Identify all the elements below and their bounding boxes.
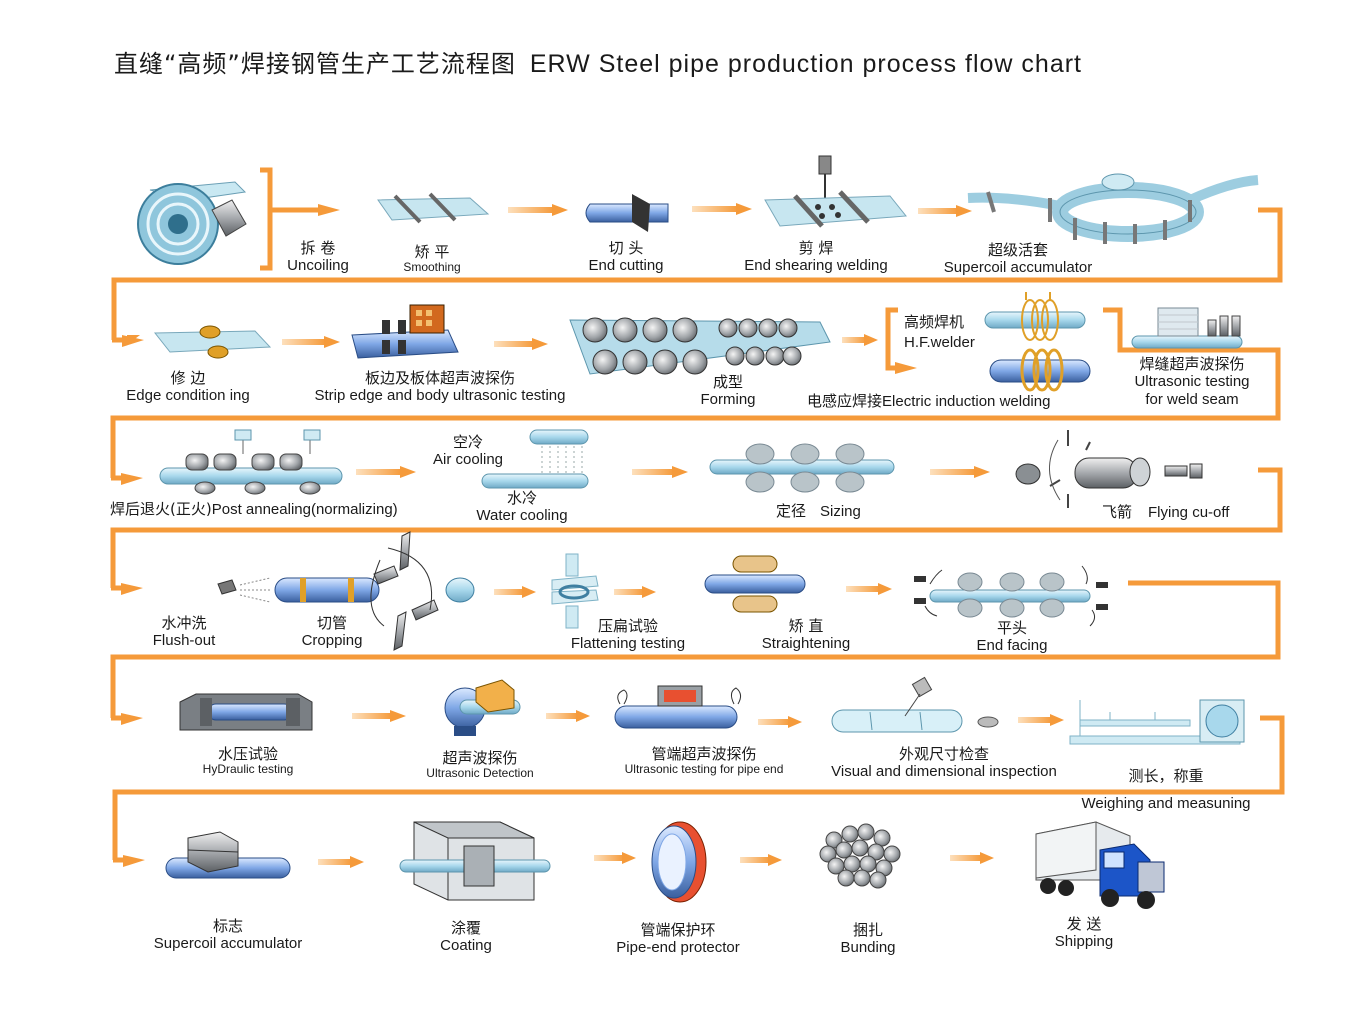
forming-rolls-icon: [569, 317, 831, 375]
induction-icon: [989, 348, 1091, 392]
cutter-icon: [585, 194, 669, 232]
weld-tester-icon: [1131, 307, 1243, 349]
press-icon: [551, 553, 599, 629]
inspection-icon: [831, 676, 999, 733]
edge-trimmer-icon: [153, 325, 272, 359]
flying-saw-icon: [1015, 430, 1203, 508]
row-connectors: [110, 167, 1285, 860]
air-cooling-icon: [529, 429, 589, 474]
label-post-annealing: 焊后退火(正火)Post annealing(normalizing): [110, 500, 398, 518]
ultrasonic-probe-icon: [444, 679, 521, 736]
sizing-rolls-icon: [709, 443, 895, 493]
marking-icon: [165, 831, 291, 879]
hf-coil-icon: [984, 292, 1086, 341]
bundle-icon: [819, 823, 901, 889]
protector-ring-icon: [651, 821, 707, 903]
cropping-icon: [274, 531, 475, 651]
title-zh: 直缝“高频”焊接钢管生产工艺流程图: [114, 50, 516, 78]
straightener-icon: [704, 555, 806, 613]
hydro-tester-icon: [179, 693, 313, 731]
leveler-icon: [377, 192, 490, 224]
page-title: 直缝“高频”焊接钢管生产工艺流程图 ERW Steel pipe producti…: [114, 44, 1082, 79]
title-en: ERW Steel pipe production process flow c…: [529, 50, 1082, 78]
label-electric-induction-welding: 电感应焊接Electric induction welding: [807, 392, 1051, 410]
nozzle-icon: [217, 577, 271, 603]
water-cooling-icon: [481, 473, 589, 489]
step-arrows: [282, 203, 1064, 868]
row-connector-heads: [121, 204, 917, 867]
coating-box-icon: [399, 821, 551, 901]
pipe-end-tester-icon: [614, 685, 742, 729]
coil-icon: [137, 181, 247, 265]
scale-icon: [1069, 699, 1245, 745]
ultrasonic-tester-icon: [351, 304, 459, 359]
end-facer-icon: [914, 565, 1108, 627]
accumulator-icon: [967, 173, 1259, 244]
shear-welder-icon: [764, 155, 907, 228]
annealing-icon: [159, 429, 343, 495]
truck-icon: [1035, 821, 1165, 909]
